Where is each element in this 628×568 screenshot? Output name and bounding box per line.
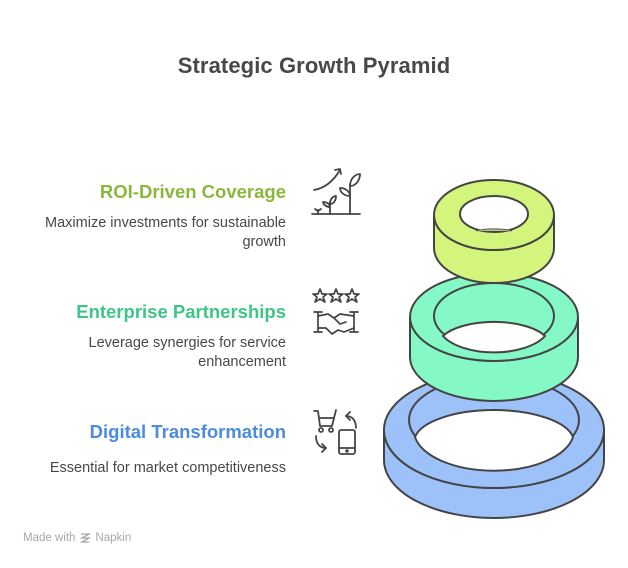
level-heading: Enterprise Partnerships (76, 301, 286, 322)
ring-top (383, 371, 605, 489)
level-enterprise-partnerships: Enterprise Partnerships Leverage synergi… (0, 300, 286, 372)
ring-inner-rim (408, 376, 580, 464)
level-heading: ROI-Driven Coverage (99, 181, 286, 202)
ring-top (433, 179, 555, 251)
made-with-label: Made with (23, 532, 76, 544)
made-with-napkin-footer: Made with Napkin (23, 532, 131, 544)
ring-hole (441, 320, 547, 354)
napkin-logo-icon (79, 533, 92, 543)
ring-roi-driven-coverage (433, 179, 555, 284)
description-line: Leverage synergies for service (88, 335, 286, 351)
plant-growth-icon (310, 166, 362, 218)
ring-inner-rim (433, 282, 555, 350)
page-title: Strategic Growth Pyramid (177, 53, 451, 78)
description-line: Maximize investments for sustainable (45, 215, 286, 231)
level-roi-driven-coverage: ROI-Driven Coverage Maximize investments… (0, 180, 286, 252)
description-line: growth (242, 234, 286, 250)
ring-side (433, 214, 555, 284)
description-line: Essential for market competitiveness (49, 460, 286, 476)
ring-side (383, 429, 605, 519)
napkin-brand-label: Napkin (95, 532, 132, 544)
ring-enterprise-partnerships (409, 272, 579, 402)
description-line: enhancement (198, 354, 286, 370)
cart-mobile-cycle-icon (310, 406, 362, 458)
level-description: Maximize investments for sustainable gro… (0, 214, 286, 252)
level-description: Leverage synergies for service enhanceme… (0, 334, 286, 372)
ring-top (409, 272, 579, 362)
stars-handshake-icon (310, 286, 362, 338)
level-description: Essential for market competitiveness (0, 459, 286, 478)
ring-digital-transformation (383, 371, 605, 519)
level-heading: Digital Transformation (89, 421, 286, 442)
level-digital-transformation: Digital Transformation Essential for mar… (0, 420, 286, 478)
ring-hole (413, 409, 575, 472)
ring-side (409, 316, 579, 402)
ring-hole-shadow (475, 228, 513, 232)
ring-hole (459, 195, 529, 233)
